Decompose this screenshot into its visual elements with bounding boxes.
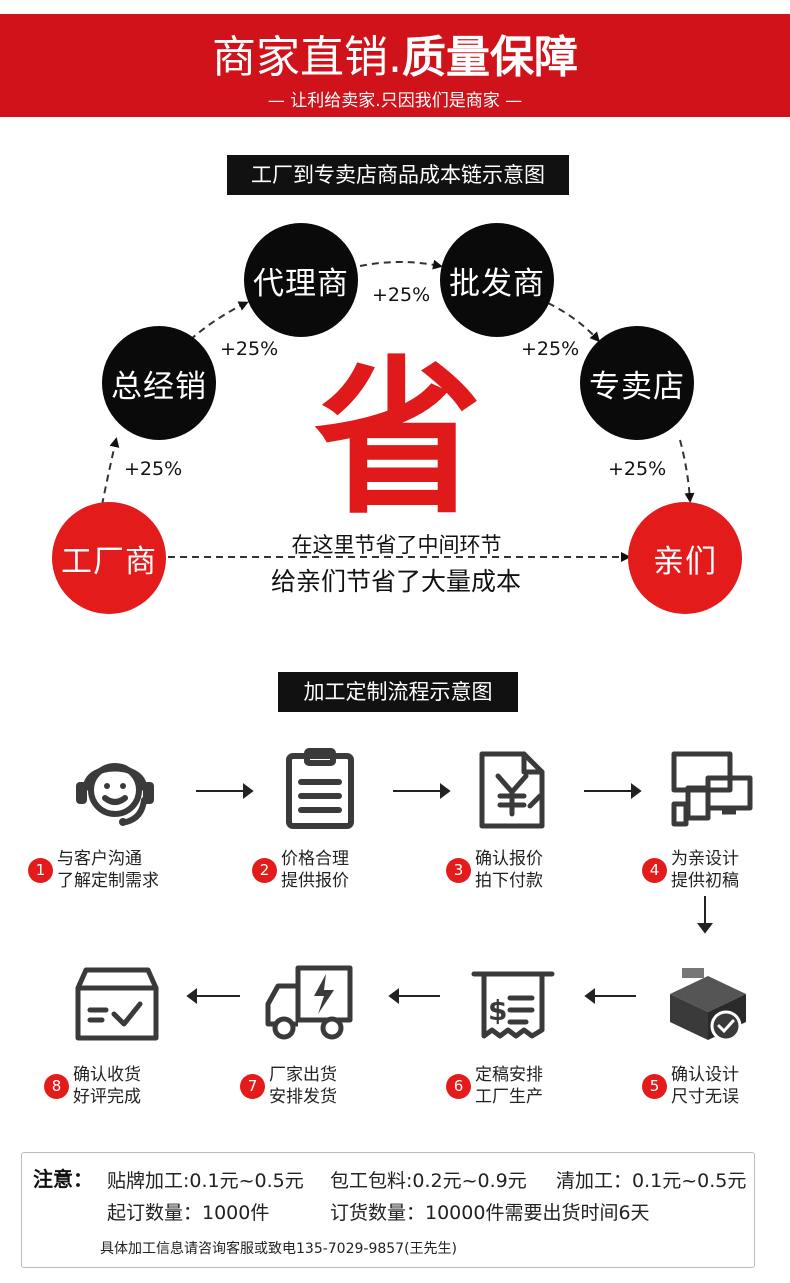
note-min-order: 起订数量：1000件 [107, 1202, 270, 1224]
process-step-7: 7 厂家出货安排发货 [240, 1064, 337, 1108]
process-step-2: 2 价格合理提供报价 [252, 848, 349, 892]
step-number: 6 [446, 1073, 471, 1099]
step-line-1: 厂家出货 [269, 1065, 337, 1085]
note-packaging-fee: 包工包料:0.2元~0.9元 [330, 1170, 527, 1192]
save-caption-2: 给亲们节省了大量成本 [270, 567, 521, 596]
step-line-1: 价格合理 [281, 849, 349, 869]
box-check-icon [670, 968, 746, 1042]
yen-document-icon [479, 751, 545, 829]
save-caption-1: 在这里节省了中间环节 [291, 533, 502, 557]
node-factory: 工厂商 [52, 502, 166, 614]
markup-label: +25% [372, 284, 431, 306]
page-title: 商家直销.质量保障 [0, 30, 790, 86]
step-line-2: 工厂生产 [475, 1087, 543, 1107]
crate-check-icon [75, 967, 159, 1041]
markup-label: +25% [608, 458, 667, 480]
arrow-general-to-agent [189, 301, 249, 341]
note-contact: 具体加工信息请咨询客服或致电135-7029-9857(王先生) [100, 1241, 458, 1257]
step-line-2: 拍下付款 [475, 871, 543, 891]
step-line-1: 确认报价 [475, 849, 543, 869]
arrow-store-to-customer [679, 439, 695, 503]
step-line-2: 好评完成 [73, 1087, 141, 1107]
devices-icon [671, 751, 753, 827]
arrow-factory-to-general [101, 437, 120, 506]
step-line-2: 提供报价 [281, 871, 349, 891]
node-store: 专卖店 [580, 326, 694, 440]
node-customer: 亲们 [628, 502, 742, 614]
arrow-agent-to-wholesaler [359, 259, 443, 270]
header-banner: 商家直销.质量保障 — 让利给卖家.只因我们是商家 — [0, 14, 790, 117]
step-number: 7 [240, 1073, 265, 1099]
step-number: 1 [28, 857, 53, 883]
process-step-5: 5 确认设计尺寸无误 [642, 1064, 739, 1108]
step-number: 8 [44, 1073, 69, 1099]
process-step-3: 3 确认报价拍下付款 [446, 848, 543, 892]
step-line-1: 确认设计 [671, 1065, 739, 1085]
chain-heading: 工厂到专卖店商品成本链示意图 [227, 155, 569, 195]
process-step-8: 8 确认收货好评完成 [44, 1064, 141, 1108]
markup-label: +25% [220, 338, 279, 360]
step-line-2: 尺寸无误 [671, 1087, 739, 1107]
notes-box [21, 1152, 755, 1268]
note-lead-time: 订货数量：10000件需要出货时间6天 [330, 1202, 650, 1224]
svg-text:$: $ [488, 994, 507, 1027]
step-number: 4 [642, 857, 667, 883]
step-line-1: 确认收货 [73, 1065, 141, 1085]
headset-face-icon [76, 763, 154, 826]
markup-label: +25% [124, 458, 183, 480]
step-line-1: 定稿安排 [475, 1065, 543, 1085]
step-line-1: 为亲设计 [671, 849, 739, 869]
node-wholesaler: 批发商 [440, 223, 554, 337]
note-label-fee: 贴牌加工:0.1元~0.5元 [107, 1170, 304, 1192]
node-general-distributor: 总经销 [102, 326, 216, 440]
receipt-icon: $ [471, 971, 555, 1039]
arrow-wholesaler-to-store [547, 302, 601, 343]
title-part-1: 商家直销. [212, 32, 402, 83]
step-line-2: 提供初稿 [671, 871, 739, 891]
notes-title: 注意： [33, 1167, 93, 1191]
process-step-1: 1 与客户沟通了解定制需求 [28, 848, 159, 892]
step-number: 5 [642, 1073, 667, 1099]
node-agent: 代理商 [244, 223, 358, 337]
page-subtitle: — 让利给卖家.只因我们是商家 — [267, 91, 523, 111]
step-line-2: 安排发货 [269, 1087, 337, 1107]
step-number: 2 [252, 857, 277, 883]
save-big-character: 省 [314, 341, 482, 537]
title-part-2: 质量保障 [402, 32, 578, 83]
delivery-truck-icon [265, 965, 353, 1040]
step-line-1: 与客户沟通 [57, 849, 142, 869]
step-number: 3 [446, 857, 471, 883]
process-step-4: 4 为亲设计提供初稿 [642, 848, 739, 892]
clipboard-icon [286, 748, 354, 829]
note-processing-fee: 清加工：0.1元~0.5元 [556, 1170, 747, 1192]
process-step-6: 6 定稿安排工厂生产 [446, 1064, 543, 1108]
markup-label: +25% [521, 338, 580, 360]
process-heading: 加工定制流程示意图 [278, 672, 518, 712]
step-line-2: 了解定制需求 [57, 871, 159, 891]
